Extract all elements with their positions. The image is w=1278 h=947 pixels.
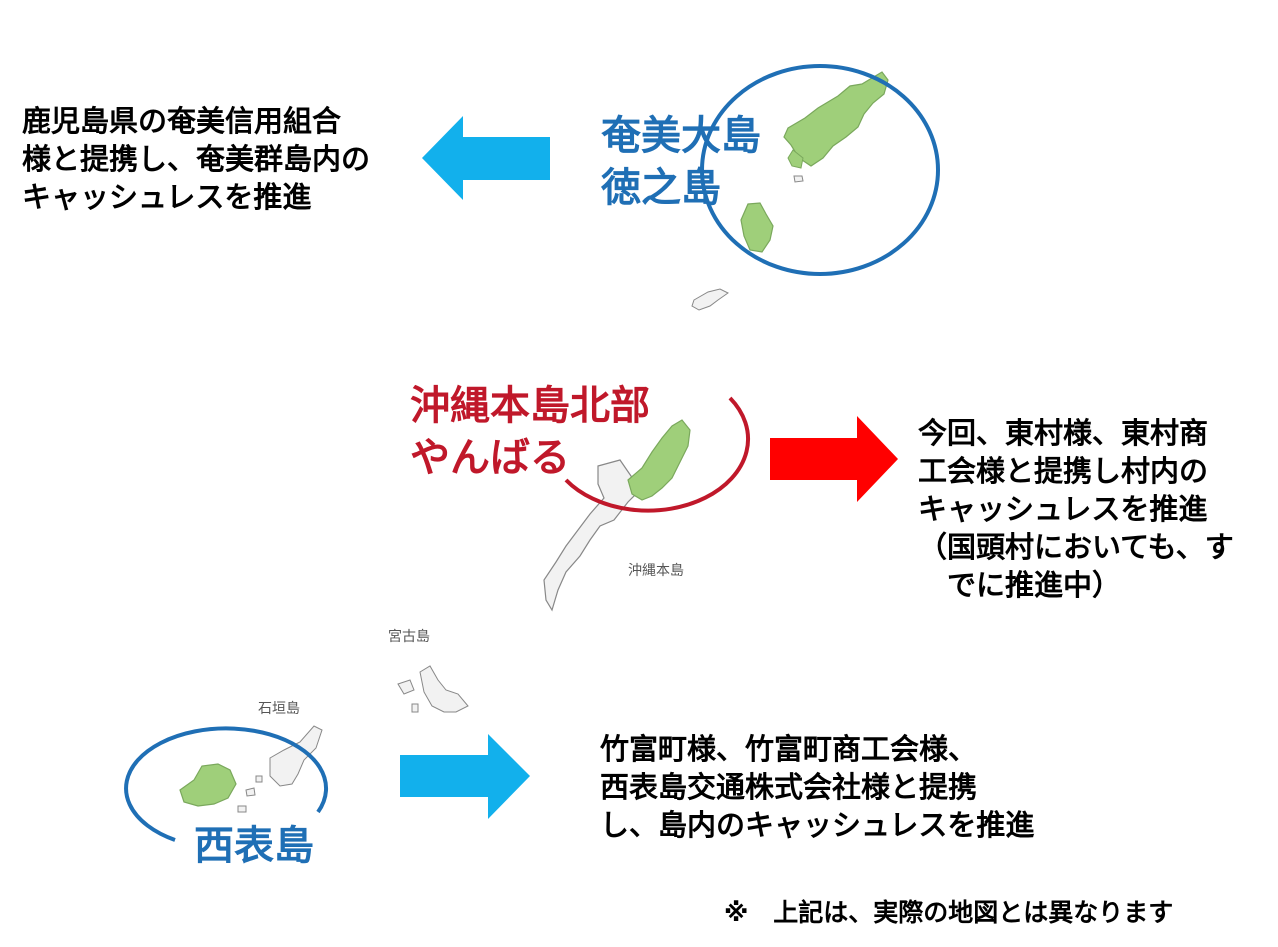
amami-oshima-shape <box>783 71 889 167</box>
title-line: やんばる <box>410 435 570 481</box>
description-line: キャッシュレスを推進 <box>22 180 312 214</box>
iriomote-ring <box>124 726 329 842</box>
miyako-map-label: 宮古島 <box>388 629 430 645</box>
right-arrow-blue <box>400 734 530 819</box>
description-line: （国頭村においても、す <box>918 530 1234 564</box>
ishigaki-map-label: 石垣島 <box>258 701 300 717</box>
description-line: 工会様と提携し村内の <box>918 454 1209 488</box>
small-islet <box>245 787 256 797</box>
okinawa-description: 今回、東村様、東村商 工会様と提携し村内の キャッシュレスを推進 （国頭村におい… <box>918 414 1234 604</box>
title-line: 奄美大島 <box>601 113 761 159</box>
small-islet <box>793 175 804 183</box>
yanbaru-shape <box>627 419 691 501</box>
iriomote-description: 竹富町様、竹富町商工会様、 西表島交通株式会社様と提携 し、島内のキャッシュレス… <box>600 730 1034 844</box>
description-line: でに推進中） <box>918 568 1122 602</box>
small-islet <box>255 775 263 783</box>
amami-ring <box>700 64 940 276</box>
description-line: 西表島交通株式会社様と提携 <box>600 770 978 804</box>
amami-description: 鹿児島県の奄美信用組合 様と提携し、奄美群島内の キャッシュレスを推進 <box>22 102 370 216</box>
description-line: 鹿児島県の奄美信用組合 <box>22 104 342 138</box>
miyako-shape <box>419 665 469 713</box>
iriomote-title: 西表島 <box>194 823 314 869</box>
kurima-shape <box>411 703 419 713</box>
iriomote-shape <box>179 763 237 807</box>
small-islet <box>237 805 247 813</box>
kakeroma-shape <box>787 149 804 169</box>
footnote: ※ 上記は、実際の地図とは異なります <box>724 898 1174 927</box>
title-line: 徳之島 <box>601 165 721 211</box>
description-line: 今回、東村様、東村商 <box>918 416 1209 450</box>
tokunoshima-shape <box>740 202 774 253</box>
right-arrow-red <box>770 416 898 502</box>
irabu-shape <box>397 679 415 695</box>
okinawa-map-label: 沖縄本島 <box>628 563 684 579</box>
description-line: し、島内のキャッシュレスを推進 <box>600 808 1035 842</box>
amami-title: 奄美大島 徳之島 <box>601 110 761 214</box>
left-arrow <box>422 116 550 200</box>
description-line: 様と提携し、奄美群島内の <box>22 142 371 176</box>
yanbaru-title: 沖縄本島北部 やんばる <box>410 380 650 484</box>
yanbaru-ring <box>564 396 750 513</box>
description-line: キャッシュレスを推進 <box>918 492 1208 526</box>
title-line: 沖縄本島北部 <box>410 383 650 429</box>
description-line: 竹富町様、竹富町商工会様、 <box>600 732 978 766</box>
okinoerabu-shape <box>691 288 729 311</box>
